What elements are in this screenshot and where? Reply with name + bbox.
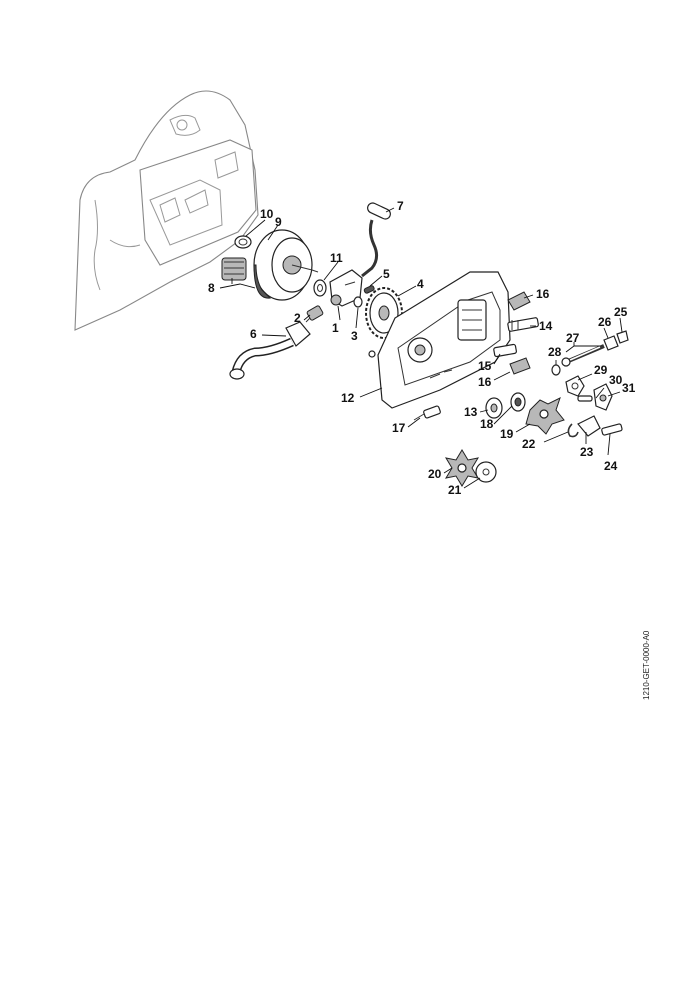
motor-housing	[74, 90, 259, 331]
part-20-sprocket	[444, 449, 480, 487]
callout-13: 13	[464, 405, 478, 419]
part-15-stud	[493, 343, 517, 358]
callout-23: 23	[580, 445, 594, 459]
callout-8: 8	[208, 281, 215, 295]
part-13-spacer	[485, 397, 503, 419]
callout-30: 30	[609, 373, 623, 387]
callout-16-lower: 16	[478, 375, 492, 389]
part-14-stud	[507, 317, 539, 332]
part-31-slider	[593, 383, 613, 411]
callout-20: 20	[428, 467, 442, 481]
callout-22: 22	[522, 437, 536, 451]
part-24-screw	[601, 423, 623, 436]
part-6-suction-hose	[229, 321, 311, 380]
callout-16-upper: 16	[536, 287, 550, 301]
leader-lines	[219, 207, 623, 489]
part-2-bolt	[305, 305, 324, 323]
callout-labels: 1 2 3 4 5 6 7 8 9 10 11 12 13 14 15 16 1…	[208, 199, 636, 497]
callout-19: 19	[500, 427, 514, 441]
callout-26: 26	[598, 315, 612, 329]
part-21-washer	[475, 461, 497, 483]
part-10-ring	[234, 235, 252, 249]
part-27-adjusting-screw	[561, 344, 605, 367]
callout-21: 21	[448, 483, 462, 497]
part-5-screw	[363, 285, 375, 294]
callout-1: 1	[332, 321, 339, 335]
callout-7: 7	[397, 199, 404, 213]
callout-4: 4	[417, 277, 424, 291]
part-29-bracket	[565, 375, 585, 397]
callout-15: 15	[478, 359, 492, 373]
callout-24: 24	[604, 459, 618, 473]
callout-5: 5	[383, 267, 390, 281]
callout-9: 9	[275, 215, 282, 229]
drawing-code: 1210-GET-0000-A0	[642, 630, 651, 700]
callout-18: 18	[480, 417, 494, 431]
callout-3: 3	[351, 329, 358, 343]
callout-6: 6	[250, 327, 257, 341]
part-16-pad-upper	[507, 291, 531, 311]
callout-28: 28	[548, 345, 562, 359]
callout-27: 27	[566, 331, 580, 345]
callout-31: 31	[622, 381, 636, 395]
callout-25: 25	[614, 305, 628, 319]
callout-12: 12	[341, 391, 355, 405]
part-25-nut	[616, 330, 629, 344]
part-22-circlip	[567, 423, 579, 438]
callout-2: 2	[294, 311, 301, 325]
callout-17: 17	[392, 421, 406, 435]
part-12-sprocket-cover	[368, 271, 511, 409]
part-17-screw	[413, 405, 441, 421]
part-11-washer	[313, 279, 327, 297]
part-28-o-ring	[551, 364, 561, 376]
part-19-star-wheel	[525, 397, 565, 435]
part-8-pinion	[221, 257, 247, 281]
callout-29: 29	[594, 363, 608, 377]
part-9-clutch-drum	[253, 229, 319, 301]
callout-11: 11	[330, 251, 343, 265]
part-7-oil-hose	[361, 202, 391, 278]
part-23-plate	[577, 415, 601, 437]
part-18-washer	[510, 392, 526, 412]
part-26-clip	[603, 335, 619, 351]
callout-14: 14	[539, 319, 553, 333]
part-30-pin	[577, 395, 593, 402]
part-3-o-ring	[353, 296, 363, 308]
part-16-pad-lower	[509, 357, 531, 375]
callout-10: 10	[260, 207, 274, 221]
